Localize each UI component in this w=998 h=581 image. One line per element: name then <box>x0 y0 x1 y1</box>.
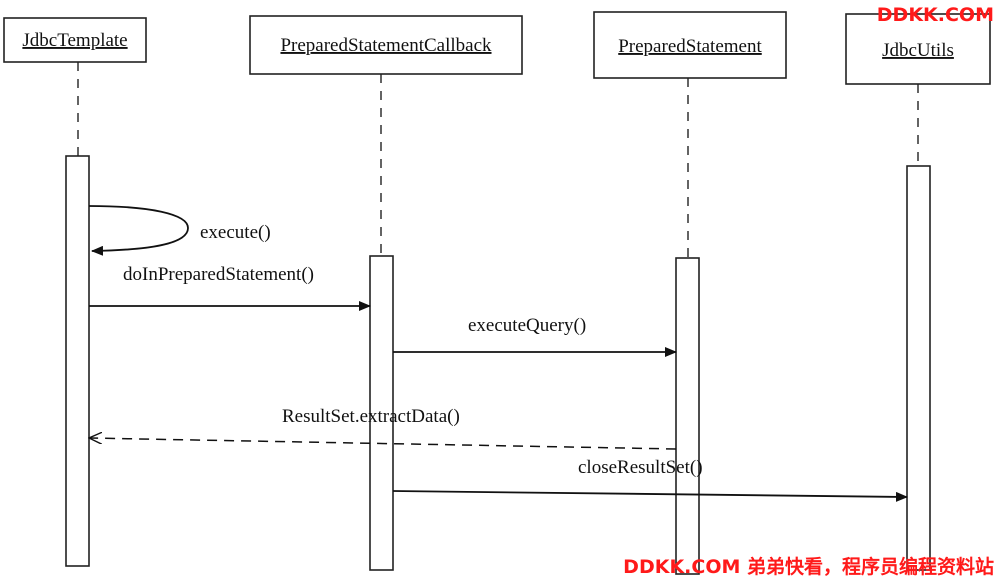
watermark-top: DDKK.COM <box>876 4 994 26</box>
lifeline-jdbc-utils: JdbcUtils <box>845 13 991 571</box>
message-arrow-result-set-extract-data <box>89 438 677 450</box>
activation-jdbc-template <box>65 155 90 567</box>
activation-prepared-statement-callback <box>369 255 394 571</box>
message-do-in-prepared-statement: doInPreparedStatement() <box>89 264 371 311</box>
message-label-execute: execute() <box>200 222 271 243</box>
message-label-result-set-extract-data: ResultSet.extractData() <box>282 406 460 427</box>
lifeline-head-jdbc-template <box>3 17 147 63</box>
watermark-bottom: DDKK.COM 弟弟快看，程序员编程资料站 <box>623 556 994 578</box>
lifeline-prepared-statement: PreparedStatement <box>593 11 787 575</box>
message-label-close-result-set: closeResultSet() <box>578 457 703 478</box>
message-label-execute-query: executeQuery() <box>468 315 586 336</box>
message-label-do-in-prepared-statement: doInPreparedStatement() <box>123 264 314 285</box>
lifeline-head-prepared-statement-callback <box>249 15 523 75</box>
lifeline-head-prepared-statement <box>593 11 787 79</box>
message-execute-query: executeQuery() <box>393 315 677 357</box>
activation-jdbc-utils <box>906 165 931 571</box>
self-call-arrow <box>88 205 189 256</box>
lifeline-label-jdbc-utils: JdbcUtils <box>882 40 954 61</box>
message-arrow-close-result-set <box>392 490 908 502</box>
lifeline-label-prepared-statement-callback: PreparedStatementCallback <box>280 35 492 56</box>
lifeline-head-jdbc-utils <box>845 13 991 85</box>
lifeline-label-prepared-statement: PreparedStatement <box>618 36 762 57</box>
activation-prepared-statement <box>675 257 700 575</box>
message-result-set-extract-data: ResultSet.extractData() <box>89 406 677 450</box>
message-close-result-set: closeResultSet() <box>392 457 908 502</box>
lifeline-label-jdbc-template: JdbcTemplate <box>22 30 127 51</box>
lifeline-jdbc-template: JdbcTemplate <box>3 17 147 567</box>
message-execute: execute() <box>88 205 271 256</box>
lifeline-prepared-statement-callback: PreparedStatementCallback <box>249 15 523 571</box>
